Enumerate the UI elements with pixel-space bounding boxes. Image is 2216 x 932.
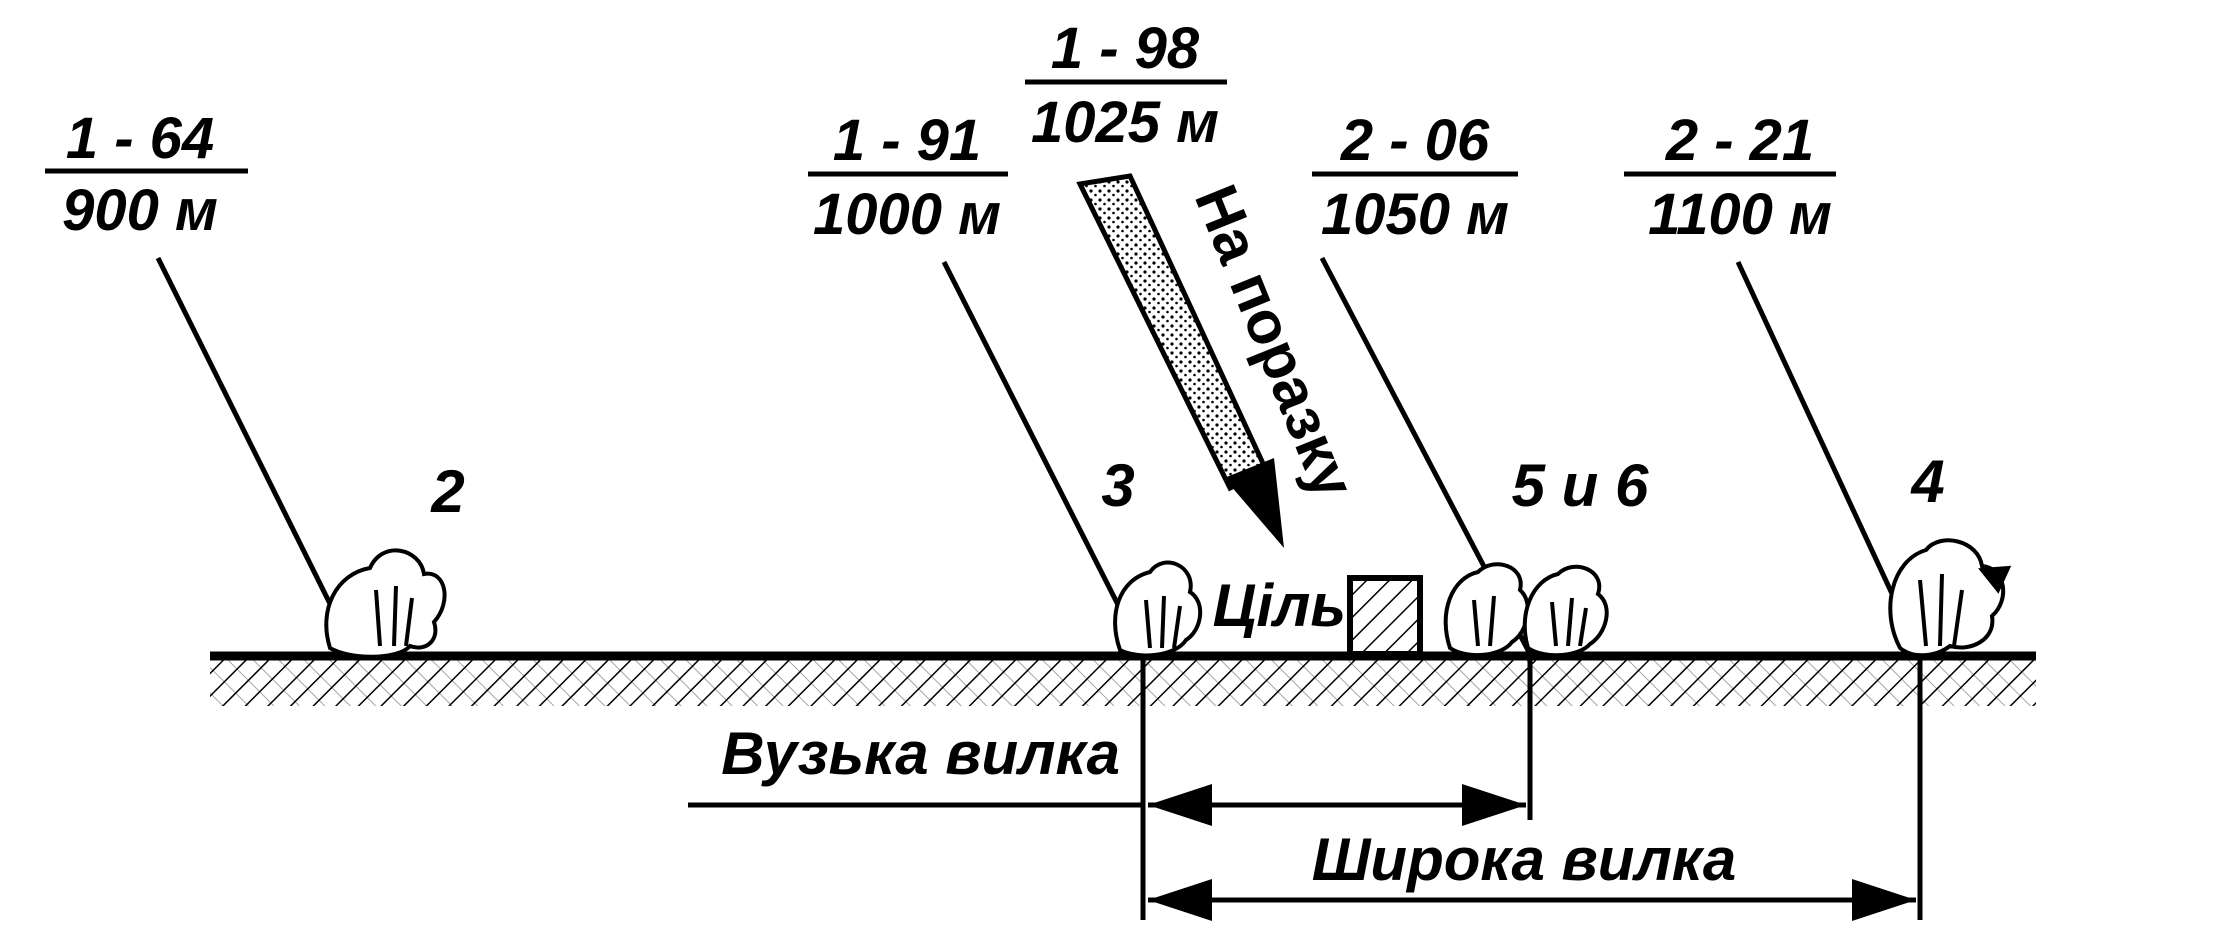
target-label: Ціль (1213, 572, 1346, 639)
wide-bracket-label: Широка вилка (1312, 826, 1737, 893)
range-shot-3: 1000 м (813, 182, 1001, 247)
trajectories (155, 256, 1923, 656)
range-shot-2: 900 м (62, 178, 218, 243)
ground (210, 651, 2036, 706)
burst-4 (1888, 538, 2012, 658)
setting-shot-5-6: 2 - 06 (1340, 108, 1490, 173)
range-labels: 1 - 64 900 м 1 - 91 1000 м 1 - 98 1025 м… (45, 16, 1836, 247)
fraction-shot-final: 1 - 98 1025 м (1025, 16, 1227, 155)
target-block (1347, 575, 1423, 657)
fire-for-effect-arrow (1076, 173, 1284, 548)
burst-numbers: 2 3 5 и 6 4 (430, 448, 1944, 525)
fraction-shot-3: 1 - 91 1000 м (808, 108, 1008, 247)
burst-3 (1113, 560, 1203, 658)
trajectory-shot-3 (941, 260, 1146, 656)
range-shot-5-6: 1050 м (1321, 182, 1509, 247)
bracket-dimensions (688, 656, 1923, 920)
setting-shot-3: 1 - 91 (833, 108, 981, 173)
burst-number-4: 4 (1910, 448, 1944, 515)
burst-6 (1522, 564, 1609, 658)
fraction-shot-5-6: 2 - 06 1050 м (1312, 108, 1518, 247)
narrow-bracket-label: Вузька вилка (721, 720, 1120, 787)
burst-2 (324, 548, 447, 659)
fraction-shot-2: 1 - 64 900 м (45, 106, 248, 243)
range-shot-4: 1100 м (1648, 182, 1832, 247)
trajectory-shot-4 (1735, 260, 1923, 656)
burst-number-5-6: 5 и 6 (1512, 452, 1649, 519)
burst-5 (1443, 562, 1530, 658)
bursts (324, 538, 2012, 659)
trajectory-shot-2 (155, 256, 358, 656)
fraction-shot-4: 2 - 21 1100 м (1624, 108, 1836, 247)
setting-shot-2: 1 - 64 (66, 106, 214, 171)
setting-shot-final: 1 - 98 (1051, 16, 1200, 81)
burst-number-2: 2 (430, 458, 464, 525)
range-shot-final: 1025 м (1031, 90, 1219, 155)
bracket-arrowheads (1148, 784, 1916, 921)
burst-number-3: 3 (1101, 452, 1134, 519)
setting-shot-4: 2 - 21 (1665, 108, 1814, 173)
